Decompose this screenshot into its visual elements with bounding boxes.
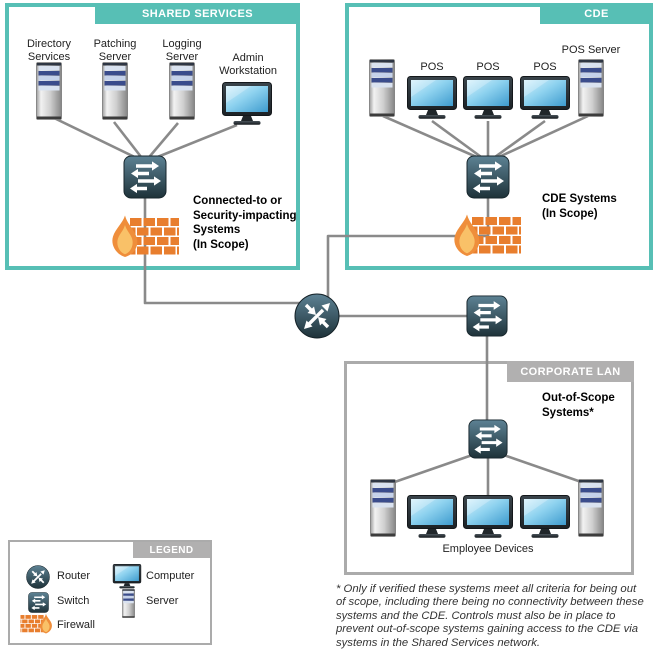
legend-switch-label: Switch (57, 595, 90, 607)
caption-cde: CDE Systems (In Scope) (542, 193, 617, 220)
caption-out-of-scope: Out-of-Scope Systems* (542, 392, 615, 419)
legend-router-icon (25, 564, 51, 590)
zone-cde (345, 3, 653, 270)
label-pos-3: POS (533, 61, 557, 73)
legend-router-label: Router (57, 570, 91, 582)
server-corporate-left-icon (370, 479, 396, 537)
zone-title-shared-services: SHARED SERVICES (142, 7, 253, 20)
label-pos-2: POS (476, 61, 500, 73)
label-admin-workstation: Admin Workstation (219, 52, 277, 77)
caption-shared-services: Connected-to or Security-impacting Syste… (193, 195, 297, 251)
legend-tab: LEGEND (133, 542, 210, 558)
label-employee-devices: Employee Devices (442, 543, 534, 555)
computer-pos-1-icon (406, 76, 458, 120)
label-pos-server: POS Server (561, 44, 621, 56)
switch-shared-services-icon (123, 155, 167, 199)
footnote: * Only if verified these systems meet al… (336, 583, 644, 649)
switch-corporate-icon (468, 419, 508, 459)
router-icon (293, 292, 341, 340)
zone-tab-corporate-lan: CORPORATE LAN (507, 361, 634, 382)
zone-title-cde: CDE (584, 7, 609, 20)
server-pos-icon (578, 59, 604, 117)
computer-admin-workstation-icon (221, 82, 273, 126)
zone-tab-shared-services: SHARED SERVICES (95, 3, 300, 24)
computer-pos-2-icon (462, 76, 514, 120)
server-corporate-right-icon (578, 479, 604, 537)
firewall-shared-services-icon (108, 214, 180, 260)
zone-tab-cde: CDE (540, 3, 653, 24)
legend-firewall-icon (20, 613, 54, 635)
legend-title: LEGEND (149, 544, 194, 556)
computer-employee-3-icon (519, 495, 571, 539)
server-directory-services-icon (36, 62, 62, 120)
server-patching-icon (102, 62, 128, 120)
firewall-cde-icon (450, 213, 522, 259)
legend-server-icon (122, 589, 135, 618)
legend-firewall-label: Firewall (57, 619, 95, 631)
legend-computer-icon (112, 564, 142, 589)
server-logging-icon (169, 62, 195, 120)
switch-cde-icon (466, 155, 510, 199)
legend-computer-label: Computer (146, 570, 195, 582)
computer-employee-1-icon (406, 495, 458, 539)
switch-core-icon (466, 295, 508, 337)
legend-server-label: Server (146, 595, 179, 607)
computer-pos-3-icon (519, 76, 571, 120)
label-directory-services: Directory Services (26, 38, 71, 63)
computer-employee-2-icon (462, 495, 514, 539)
label-pos-1: POS (420, 61, 444, 73)
label-logging-server: Logging Server (162, 38, 202, 63)
server-cde-left-icon (369, 59, 395, 117)
zone-title-corporate-lan: CORPORATE LAN (520, 365, 621, 378)
label-patching-server: Patching Server (93, 38, 137, 63)
legend-switch-icon (28, 592, 49, 613)
